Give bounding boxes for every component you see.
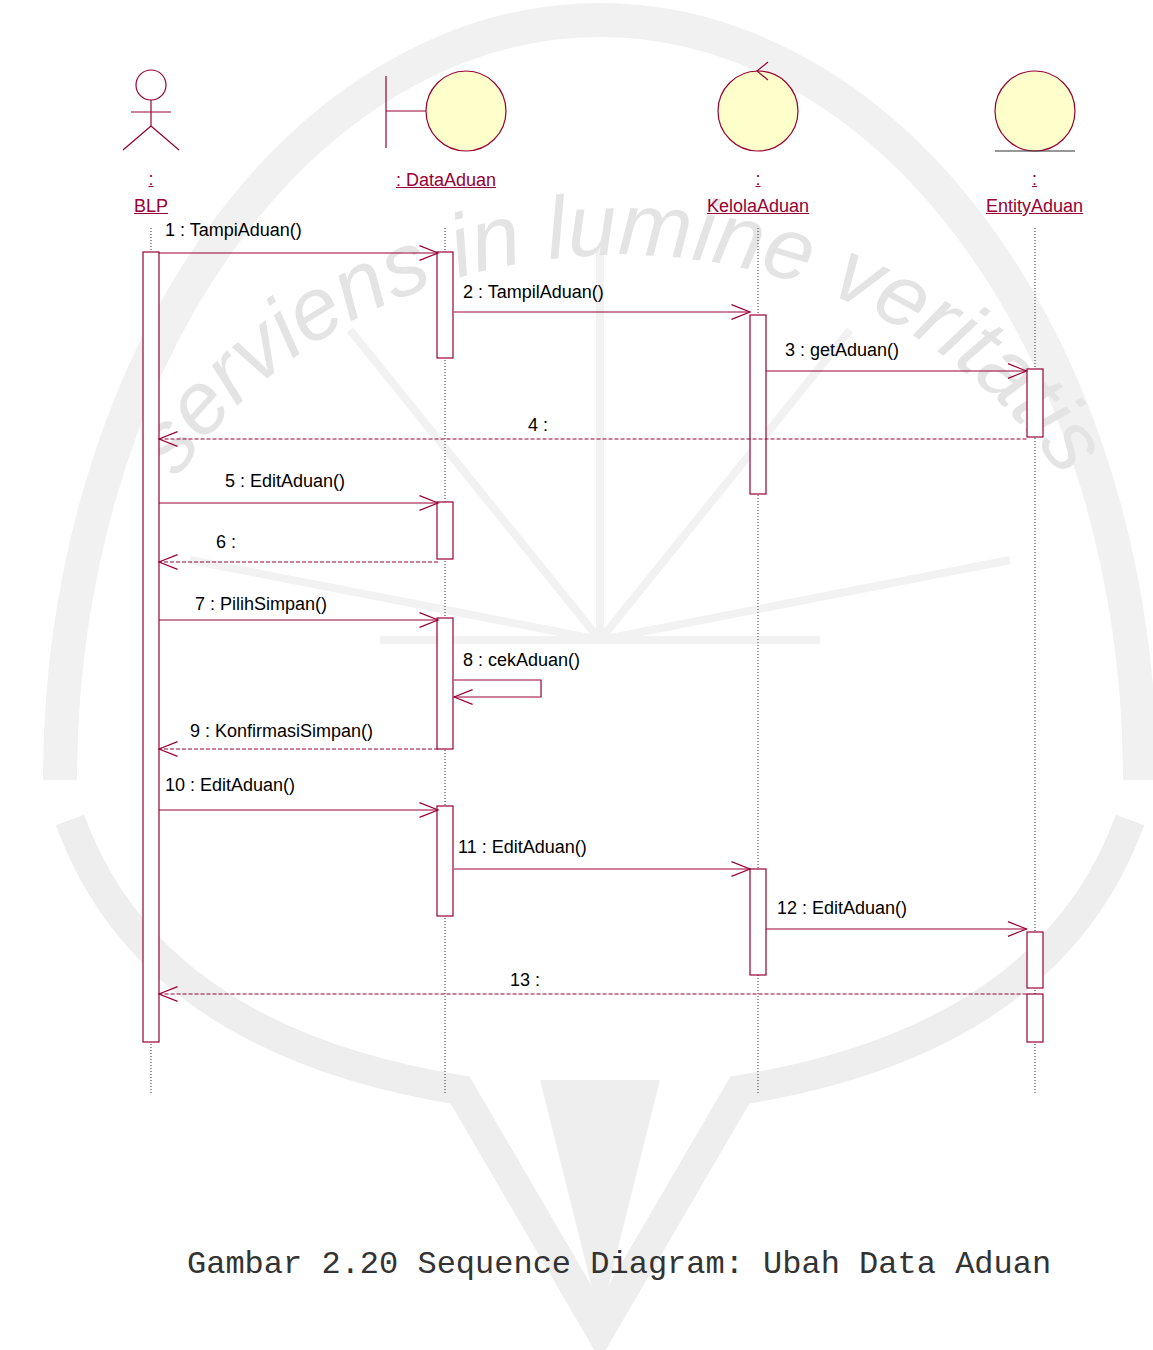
activation-bar [143,252,159,1042]
arrow-head [159,742,178,757]
message-arrow [159,613,438,628]
message-label: 5 : EditAduan() [225,470,345,492]
message-arrow [454,305,750,320]
message-label: 4 : [528,414,548,436]
lifeline-head: : BLP [134,166,168,220]
actor-symbol [123,70,179,150]
message-line [159,748,438,749]
activation-bar [437,252,453,358]
figure-caption: Gambar 2.20 Sequence Diagram: Ubah Data … [187,1246,1051,1284]
boundary-circle [426,71,506,151]
activation-bar [1027,369,1043,437]
message-line [159,252,438,253]
lifeline-head: : DataAduan [396,167,496,194]
arrow-head [1008,364,1027,379]
boundary-symbol [386,71,506,151]
watermark-bowl [70,820,1130,1330]
arrow-head [731,305,750,320]
message-label: 12 : EditAduan() [777,897,907,919]
object-name: : BLP [134,166,168,220]
watermark-text-group: serviens in lumine veritatis [113,174,1128,490]
message-arrow [766,364,1026,379]
entity-underline [995,150,1075,151]
message-arrow [159,246,438,261]
lifeline-head: : KelolaAduan [707,166,809,220]
message-label: 3 : getAduan() [785,339,899,361]
message-arrow [454,862,750,877]
message-line [159,561,438,562]
message-label: 7 : PilihSimpan() [195,593,327,615]
arrow-head [731,862,750,877]
object-name: : EntityAduan [986,166,1083,220]
arrow-head [419,613,438,628]
message-line [159,502,438,503]
activation-bar [437,618,453,749]
watermark-ring [60,20,1140,780]
message-label: 13 : [510,969,540,991]
message-arrow [454,680,541,704]
lifeline-head: : EntityAduan [986,166,1083,220]
message-line [454,868,750,869]
message-arrow [159,432,1027,447]
activation-bar [750,869,766,975]
message-line [766,928,1026,929]
arrow-head [1008,922,1027,937]
actor-leg [123,126,151,150]
activation-bar [1027,994,1043,1042]
message-line [766,370,1026,371]
lifelines [151,228,1035,1095]
message-label: 11 : EditAduan() [458,836,587,858]
message-line [159,619,438,620]
message-label: 8 : cekAduan() [463,649,580,671]
control-arrow [757,62,768,80]
message-label: 6 : [216,531,236,553]
message-label: 1 : TampiAduan() [165,219,302,241]
arrow-head [419,803,438,818]
message-label: 10 : EditAduan() [165,774,295,796]
message-line [454,311,750,312]
activation-bar [437,806,453,916]
arrow-head [419,496,438,511]
message-line [159,993,1027,994]
object-name: : DataAduan [396,167,496,194]
activation-bar [1027,932,1043,988]
arrow-head [159,987,178,1002]
message-label: 9 : KonfirmasiSimpan() [190,720,373,742]
entity-symbol [995,71,1075,151]
activation-bar [750,315,766,494]
watermark-text: serviens in lumine veritatis [113,174,1128,490]
arrow-head [159,555,178,570]
watermark-text-path: serviens in lumine veritatis [113,174,1128,490]
watermark-drop [540,1080,660,1320]
message-arrow [159,987,1027,1002]
actor-head [136,70,166,100]
control-circle [718,71,798,151]
message-line [454,680,541,697]
message-label: 2 : TampilAduan() [463,281,604,303]
message-arrow [159,496,438,511]
arrow-head [454,690,473,705]
actor-body [150,100,151,126]
arrow-head [159,432,178,447]
arrow-head [419,246,438,261]
message-line [159,809,438,810]
actor-arms [131,111,171,112]
boundary-bar [385,76,386,148]
watermark-logo: serviens in lumine veritatis [60,20,1140,1330]
object-name: : KelolaAduan [707,166,809,220]
activation-bars [143,252,1043,1042]
message-line [159,438,1027,439]
actor-leg [151,126,179,150]
message-arrow [159,555,438,570]
entity-circle [995,71,1075,151]
message-arrow [159,742,438,757]
control-symbol [718,62,798,151]
boundary-stem [386,110,426,111]
message-arrow [159,803,438,818]
activation-bar [437,502,453,559]
message-arrow [766,922,1026,937]
